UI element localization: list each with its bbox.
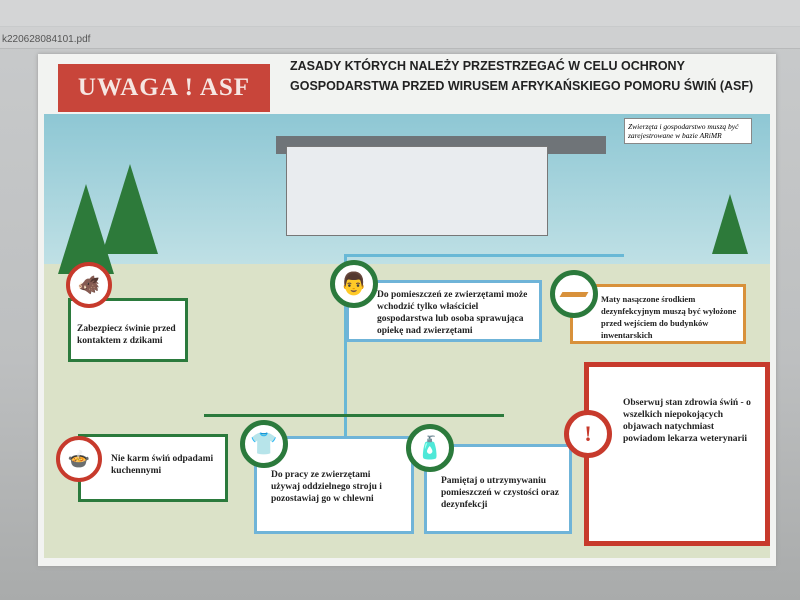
document-tab[interactable]: [0, 27, 800, 49]
tree-icon: [102, 164, 158, 254]
farmer-icon: 👨: [330, 260, 378, 308]
wild-boar-prohibited-icon: 🐗: [66, 262, 112, 308]
connector-line: [344, 254, 347, 454]
asf-warning-badge: UWAGA ! ASF: [58, 64, 270, 112]
disinfectant-icon: 🧴: [406, 424, 454, 472]
barn-building: [286, 146, 548, 236]
pdf-page: UWAGA ! ASF ZASADY KTÓRYCH NALEŻY PRZEST…: [38, 54, 776, 566]
poster-title: ZASADY KTÓRYCH NALEŻY PRZESTRZEGAĆ W CEL…: [290, 59, 754, 93]
rule-box: Obserwuj stan zdrowia świń - o wszelkich…: [584, 362, 770, 546]
rule-box: Nie karm świń odpadami kuchennymi: [78, 434, 228, 502]
connector-line: [204, 414, 504, 417]
mat-icon: [550, 270, 598, 318]
browser-toolbar: [0, 0, 800, 26]
rule-box: Zabezpiecz świnie przed kontaktem z dzik…: [68, 298, 188, 362]
illustration: Zwierzęta i gospodarstwo muszą być zarej…: [44, 114, 770, 558]
rule-box: Maty nasączone środkiem dezynfekcyjnym m…: [570, 284, 746, 344]
kitchen-waste-prohibited-icon: 🍲: [56, 436, 102, 482]
clothing-icon: 👕: [240, 420, 288, 468]
connector-line: [344, 254, 624, 257]
registration-note: Zwierzęta i gospodarstwo muszą być zarej…: [624, 118, 752, 144]
warning-icon: !: [564, 410, 612, 458]
tree-icon: [712, 194, 748, 254]
pdf-filename: k220628084101.pdf: [2, 34, 91, 45]
rule-box: Do pomieszczeń ze zwierzętami może wchod…: [346, 280, 542, 342]
